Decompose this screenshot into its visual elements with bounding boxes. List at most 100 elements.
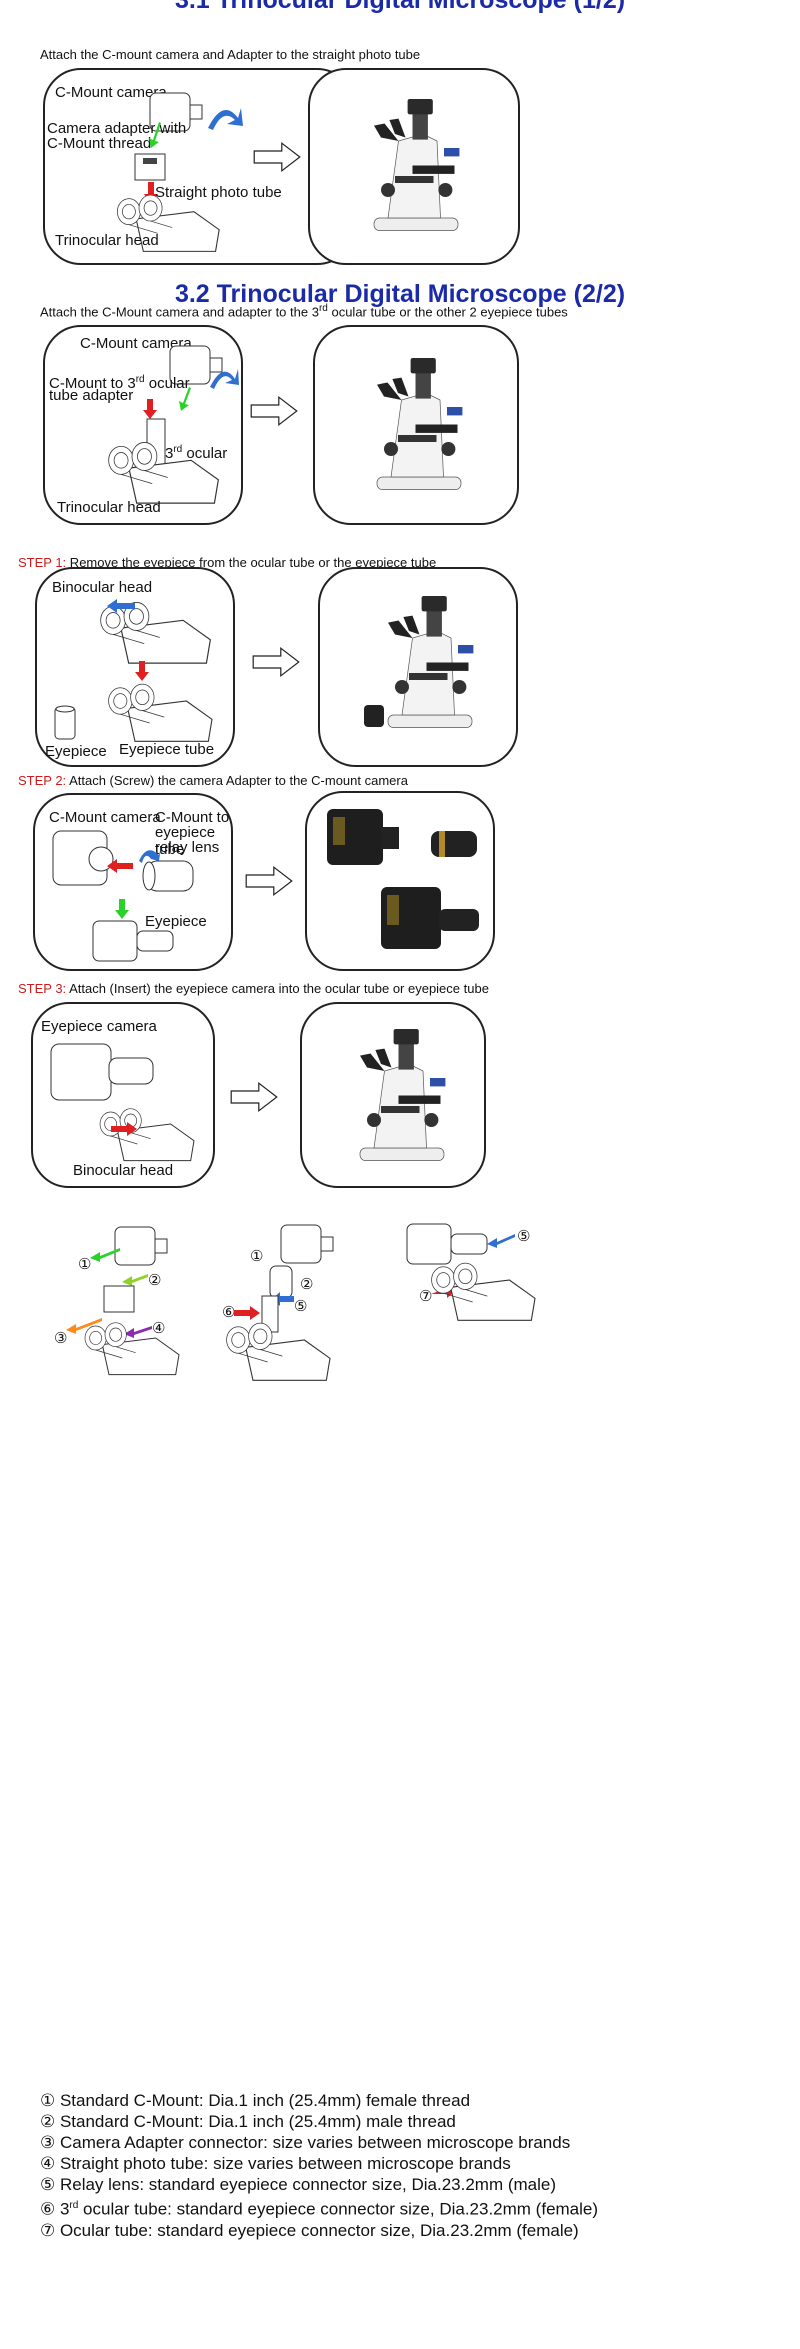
binocular-head-illustration-2 (87, 679, 227, 745)
marker-6: ⑥ (222, 1304, 236, 1321)
marker-2-b: ② (300, 1276, 314, 1293)
step3-diagram-box: Eyepiece camera Binocular head (31, 1002, 215, 1188)
label-eyepiece-camera: Eyepiece camera (41, 1018, 157, 1035)
legend-item-1: ① Standard C-Mount: Dia.1 inch (25.4mm) … (40, 2091, 471, 2110)
adapter-illustration-2 (103, 1285, 135, 1313)
marker-1: ① (78, 1256, 92, 1273)
marker-3: ③ (54, 1330, 68, 1347)
cmount-camera-photo (327, 809, 399, 865)
label-cmount-camera-2: C-Mount camera (80, 335, 192, 352)
label-binocular-head: Binocular head (52, 579, 153, 596)
eyepiece-camera-illustration-2 (50, 1043, 154, 1101)
section1-diagram-box: C-Mount camera Camera adapter with C-Mou… (43, 68, 355, 265)
legend-item-2: ② Standard C-Mount: Dia.1 inch (25.4mm) … (40, 2112, 456, 2131)
right-arrow-outline-icon-5 (230, 1078, 278, 1116)
label-eyepiece-2: Eyepiece (145, 913, 207, 930)
red-arrow-icon-3 (135, 661, 149, 681)
step1-caption: STEP 1: Remove the eyepiece from the ocu… (18, 555, 437, 570)
binocular-head-illustration-3 (79, 1104, 209, 1164)
rotate-arrow-icon-3 (139, 847, 161, 863)
connector-diagram-2: ① ② ⑤ ⑥ (200, 1218, 360, 1388)
connector-legend: ① Standard C-Mount: Dia.1 inch (25.4mm) … (40, 2090, 598, 2241)
step3-photo-box (300, 1002, 486, 1188)
connector-diagram-1: ① ② ③ ④ (40, 1218, 200, 1378)
label-trinocular-head: Trinocular head (55, 232, 159, 249)
label-trinocular-head-2: Trinocular head (57, 499, 161, 516)
label-cmount-camera-3: C-Mount camera (49, 809, 161, 826)
marker-2: ② (148, 1272, 162, 1289)
right-arrow-outline-icon-2 (250, 392, 298, 430)
section2-diagram-box: C-Mount camera C-Mount to 3rd ocular tub… (43, 325, 243, 525)
section2-heading: 3.2 Trinocular Digital Microscope (2/2) (174, 280, 626, 308)
label-cmount-3rd-adapter: C-Mount to 3rd ocular (49, 374, 190, 392)
section2-photo-box (313, 325, 519, 525)
rotate-arrow-icon (208, 108, 243, 130)
red-arrow-icon-2 (143, 399, 157, 419)
green-arrow-icon-5 (122, 1274, 148, 1286)
label-eyepiece-tube-2: eyepiece tube (155, 824, 216, 858)
red-arrow-icon-4 (107, 859, 133, 873)
red-arrow-icon-5 (111, 1122, 137, 1136)
legend-item-5: ⑤ Relay lens: standard eyepiece connecto… (40, 2175, 557, 2194)
microscope-with-camera-photo (332, 1014, 472, 1184)
label-camera-adapter: Camera adapter with (47, 120, 187, 137)
camera-illustration-4 (276, 1220, 336, 1270)
legend-item-3: ③ Camera Adapter connector: size varies … (40, 2133, 571, 2152)
label-eyepiece: Eyepiece (45, 743, 107, 760)
top-heading-partial: 3.1 Trinocular Digital Microscope (1/2) (174, 0, 626, 14)
relay-lens-illustration (142, 860, 194, 892)
microscope-photo (346, 84, 486, 254)
section1-caption: Attach the C-mount camera and Adapter to… (40, 47, 421, 62)
legend-item-7: ⑦ Ocular tube: standard eyepiece connect… (40, 2220, 579, 2240)
step1-diagram-box: Binocular head Eyepiece Eyepiece tube (35, 567, 235, 767)
right-arrow-outline-icon-4 (245, 862, 293, 900)
label-relay-lens: relay lens (155, 839, 220, 856)
legend-item-4: ④ Straight photo tube: size varies betwe… (40, 2154, 511, 2173)
step2-diagram-box: C-Mount camera C-Mount to eyepiece tube … (33, 793, 233, 971)
label-straight-photo-tube: Straight photo tube (155, 184, 282, 201)
green-arrow-icon-2 (179, 387, 191, 411)
section2-caption: Attach the C-Mount camera and adapter to… (40, 303, 568, 320)
eyepiece-camera-photo (381, 887, 479, 949)
marker-4: ④ (152, 1320, 166, 1337)
step3-caption: STEP 3: Attach (Insert) the eyepiece cam… (18, 981, 489, 996)
rotate-arrow-icon-2 (210, 369, 239, 389)
marker-5-b: ⑤ (517, 1228, 531, 1245)
section1-photo-box (308, 68, 520, 265)
binocular-head-illustration (77, 597, 227, 667)
label-cmount-camera: C-Mount camera (55, 84, 167, 101)
trinocular-head-illustration-3 (54, 1318, 204, 1378)
marker-1-b: ① (250, 1248, 264, 1265)
label-eyepiece-tube: Eyepiece tube (119, 741, 215, 758)
label-cmount-thread: C-Mount thread (47, 135, 152, 152)
blue-arrow-icon (107, 599, 135, 613)
eyepiece-illustration (54, 705, 76, 740)
trinocular-head-illustration-2 (85, 437, 235, 507)
right-arrow-outline-icon-3 (252, 643, 300, 681)
microscope-photo-2 (349, 343, 489, 513)
binocular-head-illustration-4 (415, 1258, 545, 1324)
relay-lens-photo (431, 831, 477, 857)
adapter-illustration (134, 153, 166, 181)
red-arrow-icon-6 (234, 1306, 260, 1320)
step2-photo-box (305, 791, 495, 971)
eyepiece-photo (364, 705, 384, 727)
label-tube-adapter: tube adapter (49, 387, 134, 404)
green-arrow-icon (149, 122, 161, 148)
connector-diagram-3: ⑤ ⑦ (405, 1218, 545, 1358)
step2-caption: STEP 2: Attach (Screw) the camera Adapte… (18, 773, 408, 788)
cmount-camera-illustration (52, 830, 114, 886)
green-arrow-icon-3 (115, 899, 129, 919)
trinocular-head-illustration-4 (200, 1318, 350, 1384)
legend-item-6: ⑥ 3rd ocular tube: standard eyepiece con… (40, 2199, 599, 2219)
step1-photo-box (318, 567, 518, 767)
green-arrow-icon-4 (90, 1248, 120, 1262)
label-binocular-head-2: Binocular head (73, 1162, 174, 1179)
marker-5: ⑤ (294, 1298, 308, 1315)
eyepiece-camera-illustration (92, 920, 174, 962)
label-cmount-to: C-Mount to (155, 809, 230, 826)
orange-arrow-icon (66, 1318, 102, 1334)
marker-7: ⑦ (419, 1288, 433, 1305)
right-arrow-outline-icon (253, 138, 301, 176)
purple-arrow-icon (124, 1326, 152, 1338)
